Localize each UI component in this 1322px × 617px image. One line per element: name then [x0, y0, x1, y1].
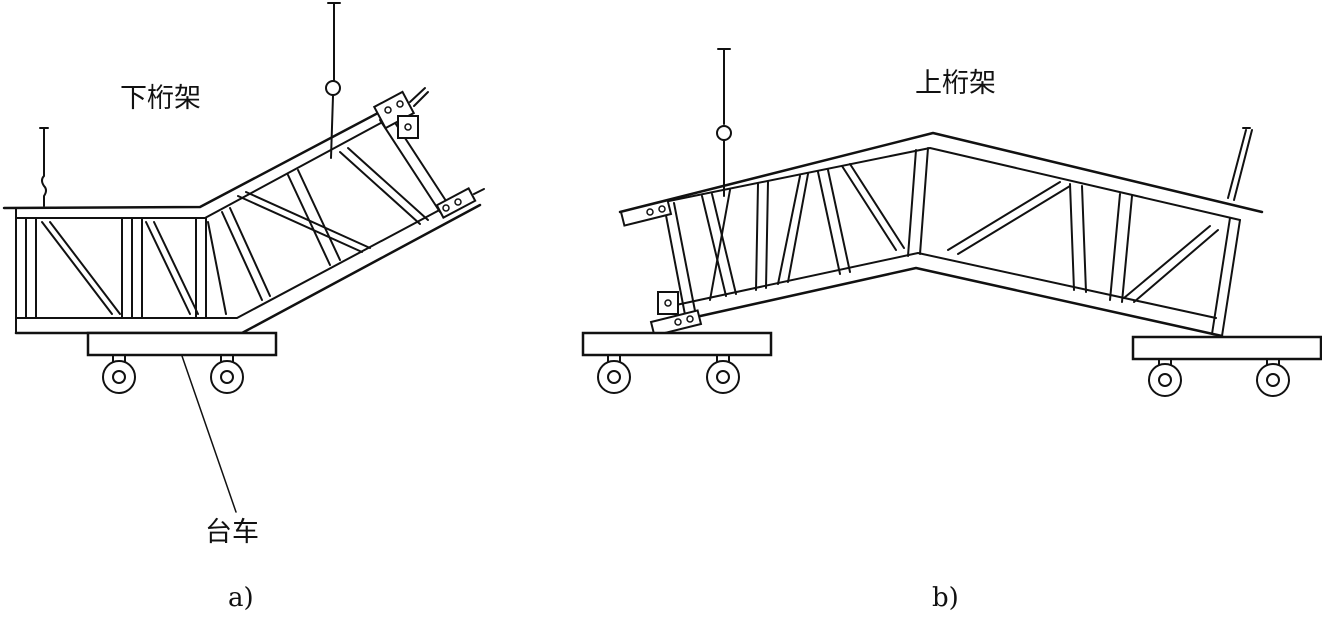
label-upper-truss: 上桁架	[915, 68, 996, 99]
crane-hook-b	[716, 48, 732, 197]
lower-truss	[2, 87, 485, 335]
wheel	[210, 354, 244, 394]
caption-b: b)	[932, 583, 959, 612]
wheel	[1148, 358, 1182, 397]
upper-truss	[618, 131, 1264, 338]
hook-left-a	[39, 127, 49, 207]
wheel	[102, 354, 136, 394]
wheel	[706, 354, 740, 394]
wheel	[1256, 358, 1290, 397]
trolley-b-left	[581, 331, 773, 394]
figure-a: 下桁架 台车 a)	[2, 2, 485, 613]
hook-right-b	[1227, 127, 1253, 201]
crane-hook-a	[325, 2, 341, 159]
trolley-b-right	[1131, 335, 1322, 397]
label-trolley: 台车	[205, 517, 259, 548]
trolley-a	[86, 331, 278, 513]
caption-a: a)	[228, 583, 254, 612]
label-lower-truss: 下桁架	[120, 83, 201, 114]
figure-b: 上桁架 b)	[581, 48, 1322, 613]
wheel	[597, 354, 631, 394]
